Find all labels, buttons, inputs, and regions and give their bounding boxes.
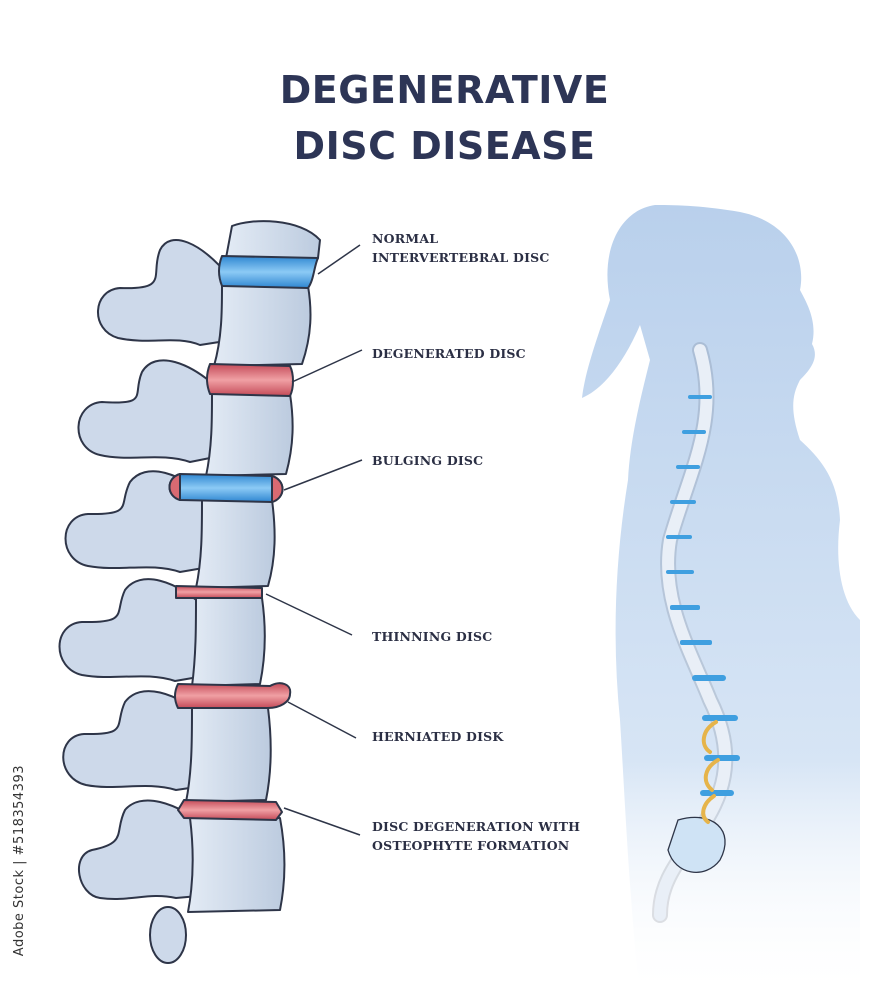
label-herniated-disk: HERNIATED DISK [372,729,504,744]
page-title: DEGENERATIVE DISC DISEASE [0,62,889,174]
stock-watermark: Adobe Stock | #518354393 [12,765,27,957]
osteophyte-disc [177,799,283,821]
bulging-edge-left [168,473,181,501]
title-line-2: DISC DISEASE [293,124,596,168]
label-osteophyte: DISC DEGENERATION WITH OSTEOPHYTE FORMAT… [372,819,581,853]
normal-disc [218,255,319,289]
label-bulging-disc: BULGING DISC [372,453,484,468]
body-silhouette [582,205,860,1000]
bulging-edge-right [271,475,284,503]
label-degenerated-disc: DEGENERATED DISC [372,346,526,361]
intervertebral-discs [168,255,319,821]
sacrum [667,816,726,873]
title-line-1: DEGENERATIVE [279,68,610,112]
nerve-roots [701,720,720,824]
small-spine-discs [666,395,740,796]
bulging-disc [168,473,284,503]
thinning-disc [175,585,263,599]
label-normal-disc: NORMAL INTERVERTEBRAL DISC [372,231,550,265]
label-thinning-disc: THINNING DISC [372,629,493,644]
spine-column [58,220,363,964]
vertebral-bodies [185,220,321,913]
degenerated-disc [206,363,294,397]
small-spine [652,342,740,923]
herniated-disc [174,682,292,709]
leader-lines [265,244,363,836]
